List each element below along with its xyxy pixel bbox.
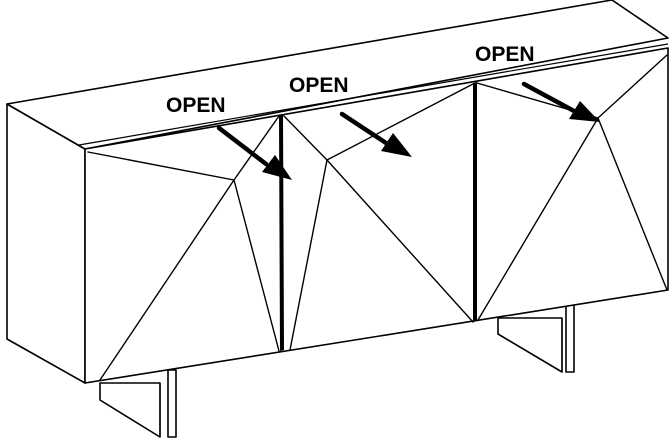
door-left [87, 115, 280, 381]
top-front-edge [78, 43, 669, 146]
side-panel [6, 103, 86, 384]
open-direction-arrow-icon [216, 125, 292, 180]
top-surface [6, 0, 669, 150]
door-right [476, 54, 668, 321]
open-label: OPEN [475, 43, 535, 66]
open-direction-arrow-icon [339, 111, 412, 157]
door-gap-right [473, 82, 477, 322]
left-leg [99, 369, 177, 438]
door-middle [283, 83, 474, 351]
right-leg [497, 304, 575, 373]
open-label: OPEN [289, 74, 349, 97]
open-direction-arrow-icon [521, 81, 600, 122]
open-label: OPEN [166, 94, 226, 117]
